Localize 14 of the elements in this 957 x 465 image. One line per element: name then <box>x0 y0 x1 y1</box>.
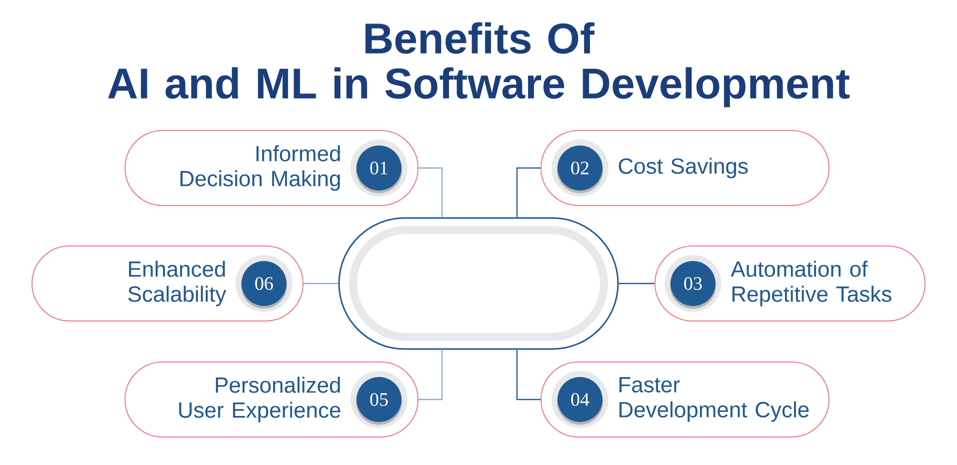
connector <box>516 167 540 218</box>
connector <box>618 282 654 284</box>
pill-frame <box>338 217 619 350</box>
connector <box>304 282 338 284</box>
number-badge: 04 <box>552 371 608 428</box>
connector <box>418 350 443 400</box>
title: Benefits Of AI and ML in Software Development <box>108 22 850 108</box>
number-badge: 05 <box>350 371 408 428</box>
number-badge: 02 <box>552 140 608 196</box>
number-badge: 03 <box>664 255 722 312</box>
connector <box>516 350 540 400</box>
number-badge: 01 <box>350 140 408 196</box>
connector <box>418 167 443 218</box>
number-badge: 06 <box>236 255 292 312</box>
